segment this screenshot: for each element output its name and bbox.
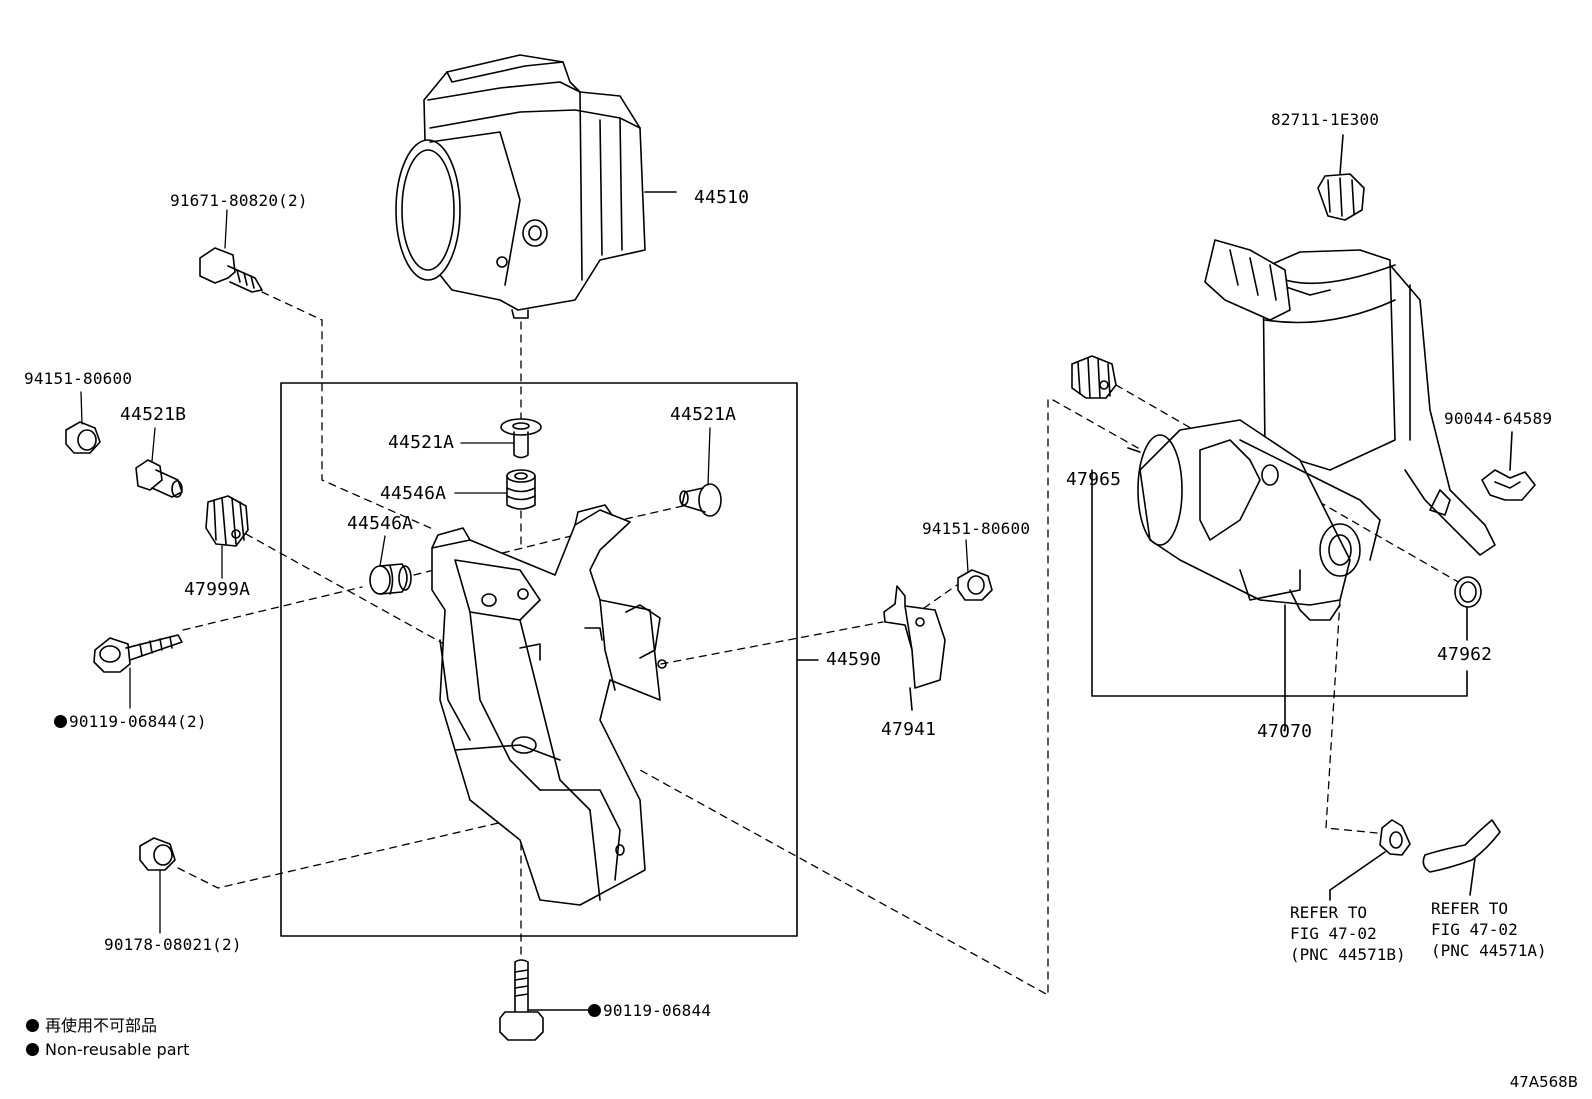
part-label-90119-06844-left: 90119-06844(2) [54, 713, 207, 731]
bracket-44590 [431, 504, 667, 906]
abs-actuator-44510 [395, 54, 677, 319]
reference-note-44571B: REFER TO FIG 47-02 (PNC 44571B) [1290, 902, 1406, 965]
bolt-90119-06844-left [93, 634, 183, 673]
legend-dot [26, 1019, 39, 1032]
part-number-90119-06844-bottom: 90119-06844 [603, 1001, 712, 1020]
part-label-90178-08021: 90178-08021(2) [104, 935, 242, 954]
part-label-44510: 44510 [694, 187, 750, 208]
reference-note-44571A: REFER TO FIG 47-02 (PNC 44571A) [1431, 898, 1547, 961]
collar-44521B [135, 459, 183, 498]
part-label-91671-80820: 91671-80820(2) [170, 191, 308, 210]
figure-code: 47A568B [1509, 1073, 1578, 1091]
bracket-47941 [883, 585, 946, 711]
grommet-44546A-top [506, 469, 536, 510]
hose-44571A [1422, 819, 1501, 896]
legend-english: Non-reusable part [26, 1040, 189, 1060]
clip-90044-64589 [1481, 431, 1536, 501]
collar-44521A-center [500, 418, 542, 459]
pump-motor-47070 [1127, 239, 1496, 731]
bolt-90119-06844-bottom [499, 959, 591, 1041]
part-label-47999A: 47999A [184, 579, 251, 600]
part-number-90119-06844-left: 90119-06844(2) [69, 712, 207, 731]
collar-44521A-right [679, 483, 722, 517]
grommet-44546A-left [369, 563, 412, 595]
leader-lines [80, 209, 969, 934]
part-label-44521A-center: 44521A [388, 432, 455, 453]
part-label-47962: 47962 [1437, 644, 1493, 665]
part-label-47965: 47965 [1066, 469, 1122, 490]
legend-dot [26, 1043, 39, 1056]
nut-90178-08021 [139, 837, 176, 871]
reference-line: REFER TO [1431, 899, 1509, 918]
nut-94151-80600-left [65, 421, 101, 454]
part-label-44546A-top: 44546A [380, 483, 447, 504]
part-label-90044-64589: 90044-64589 [1444, 409, 1553, 428]
cap-47999A [205, 495, 249, 547]
part-label-47941: 47941 [881, 719, 937, 740]
cap-47965 [1071, 355, 1117, 399]
o-ring-47962 [1454, 576, 1482, 641]
bolt-91671-80820 [199, 247, 263, 293]
part-label-44546A-left: 44546A [347, 513, 414, 534]
legend-text-en: Non-reusable part [45, 1040, 190, 1059]
part-label-44521B: 44521B [120, 404, 187, 425]
part-label-82711-1E300: 82711-1E300 [1271, 110, 1380, 129]
hose-clip-44571B [1329, 819, 1411, 901]
reference-line: (PNC 44571B) [1290, 945, 1406, 964]
non-reusable-dot [54, 715, 67, 728]
reference-line: REFER TO [1290, 903, 1368, 922]
part-label-44521A-right: 44521A [670, 404, 737, 425]
legend-text-ja: 再使用不可部品 [45, 1016, 158, 1035]
pump-assembly-box [1091, 469, 1468, 697]
part-label-44590: 44590 [826, 649, 882, 670]
non-reusable-dot [588, 1004, 601, 1017]
legend-japanese: 再使用不可部品 [26, 1016, 157, 1036]
part-label-94151-80600-right: 94151-80600 [922, 519, 1031, 538]
nut-94151-80600-right [957, 569, 993, 601]
reference-line: FIG 47-02 [1431, 920, 1518, 939]
reference-line: FIG 47-02 [1290, 924, 1377, 943]
part-label-94151-80600-left: 94151-80600 [24, 369, 133, 388]
part-label-90119-06844-bottom: 90119-06844 [588, 1002, 711, 1020]
reference-line: (PNC 44571A) [1431, 941, 1547, 960]
part-label-47070: 47070 [1257, 721, 1313, 742]
connector-82711-1E300 [1317, 134, 1365, 221]
